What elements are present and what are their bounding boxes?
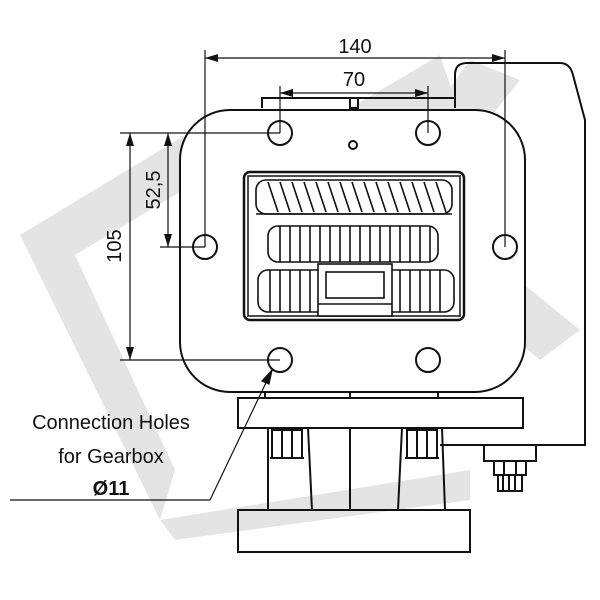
base-plate <box>237 392 524 553</box>
dim-70-label: 70 <box>343 69 365 91</box>
gear-window <box>242 170 466 322</box>
dimension-arrows <box>126 54 505 360</box>
spur-gear-bottom <box>257 263 455 317</box>
gearbox-housing <box>261 62 586 446</box>
dim-140-label: 140 <box>338 36 371 58</box>
leader-line <box>10 367 274 501</box>
annotation-line-1: Connection Holes <box>32 412 190 434</box>
dimension-lines <box>120 50 506 361</box>
helical-gear <box>255 179 453 215</box>
bolts <box>270 429 537 492</box>
annotation-diameter: Ø11 <box>92 478 130 500</box>
dim-105-label: 105 <box>104 229 126 262</box>
center-pin-hole <box>348 140 358 150</box>
dim-52-5-label: 52,5 <box>143 171 165 210</box>
spur-gear-middle <box>267 225 439 263</box>
hole-bottom-right <box>415 347 441 373</box>
annotation-line-2: for Gearbox <box>58 446 164 468</box>
